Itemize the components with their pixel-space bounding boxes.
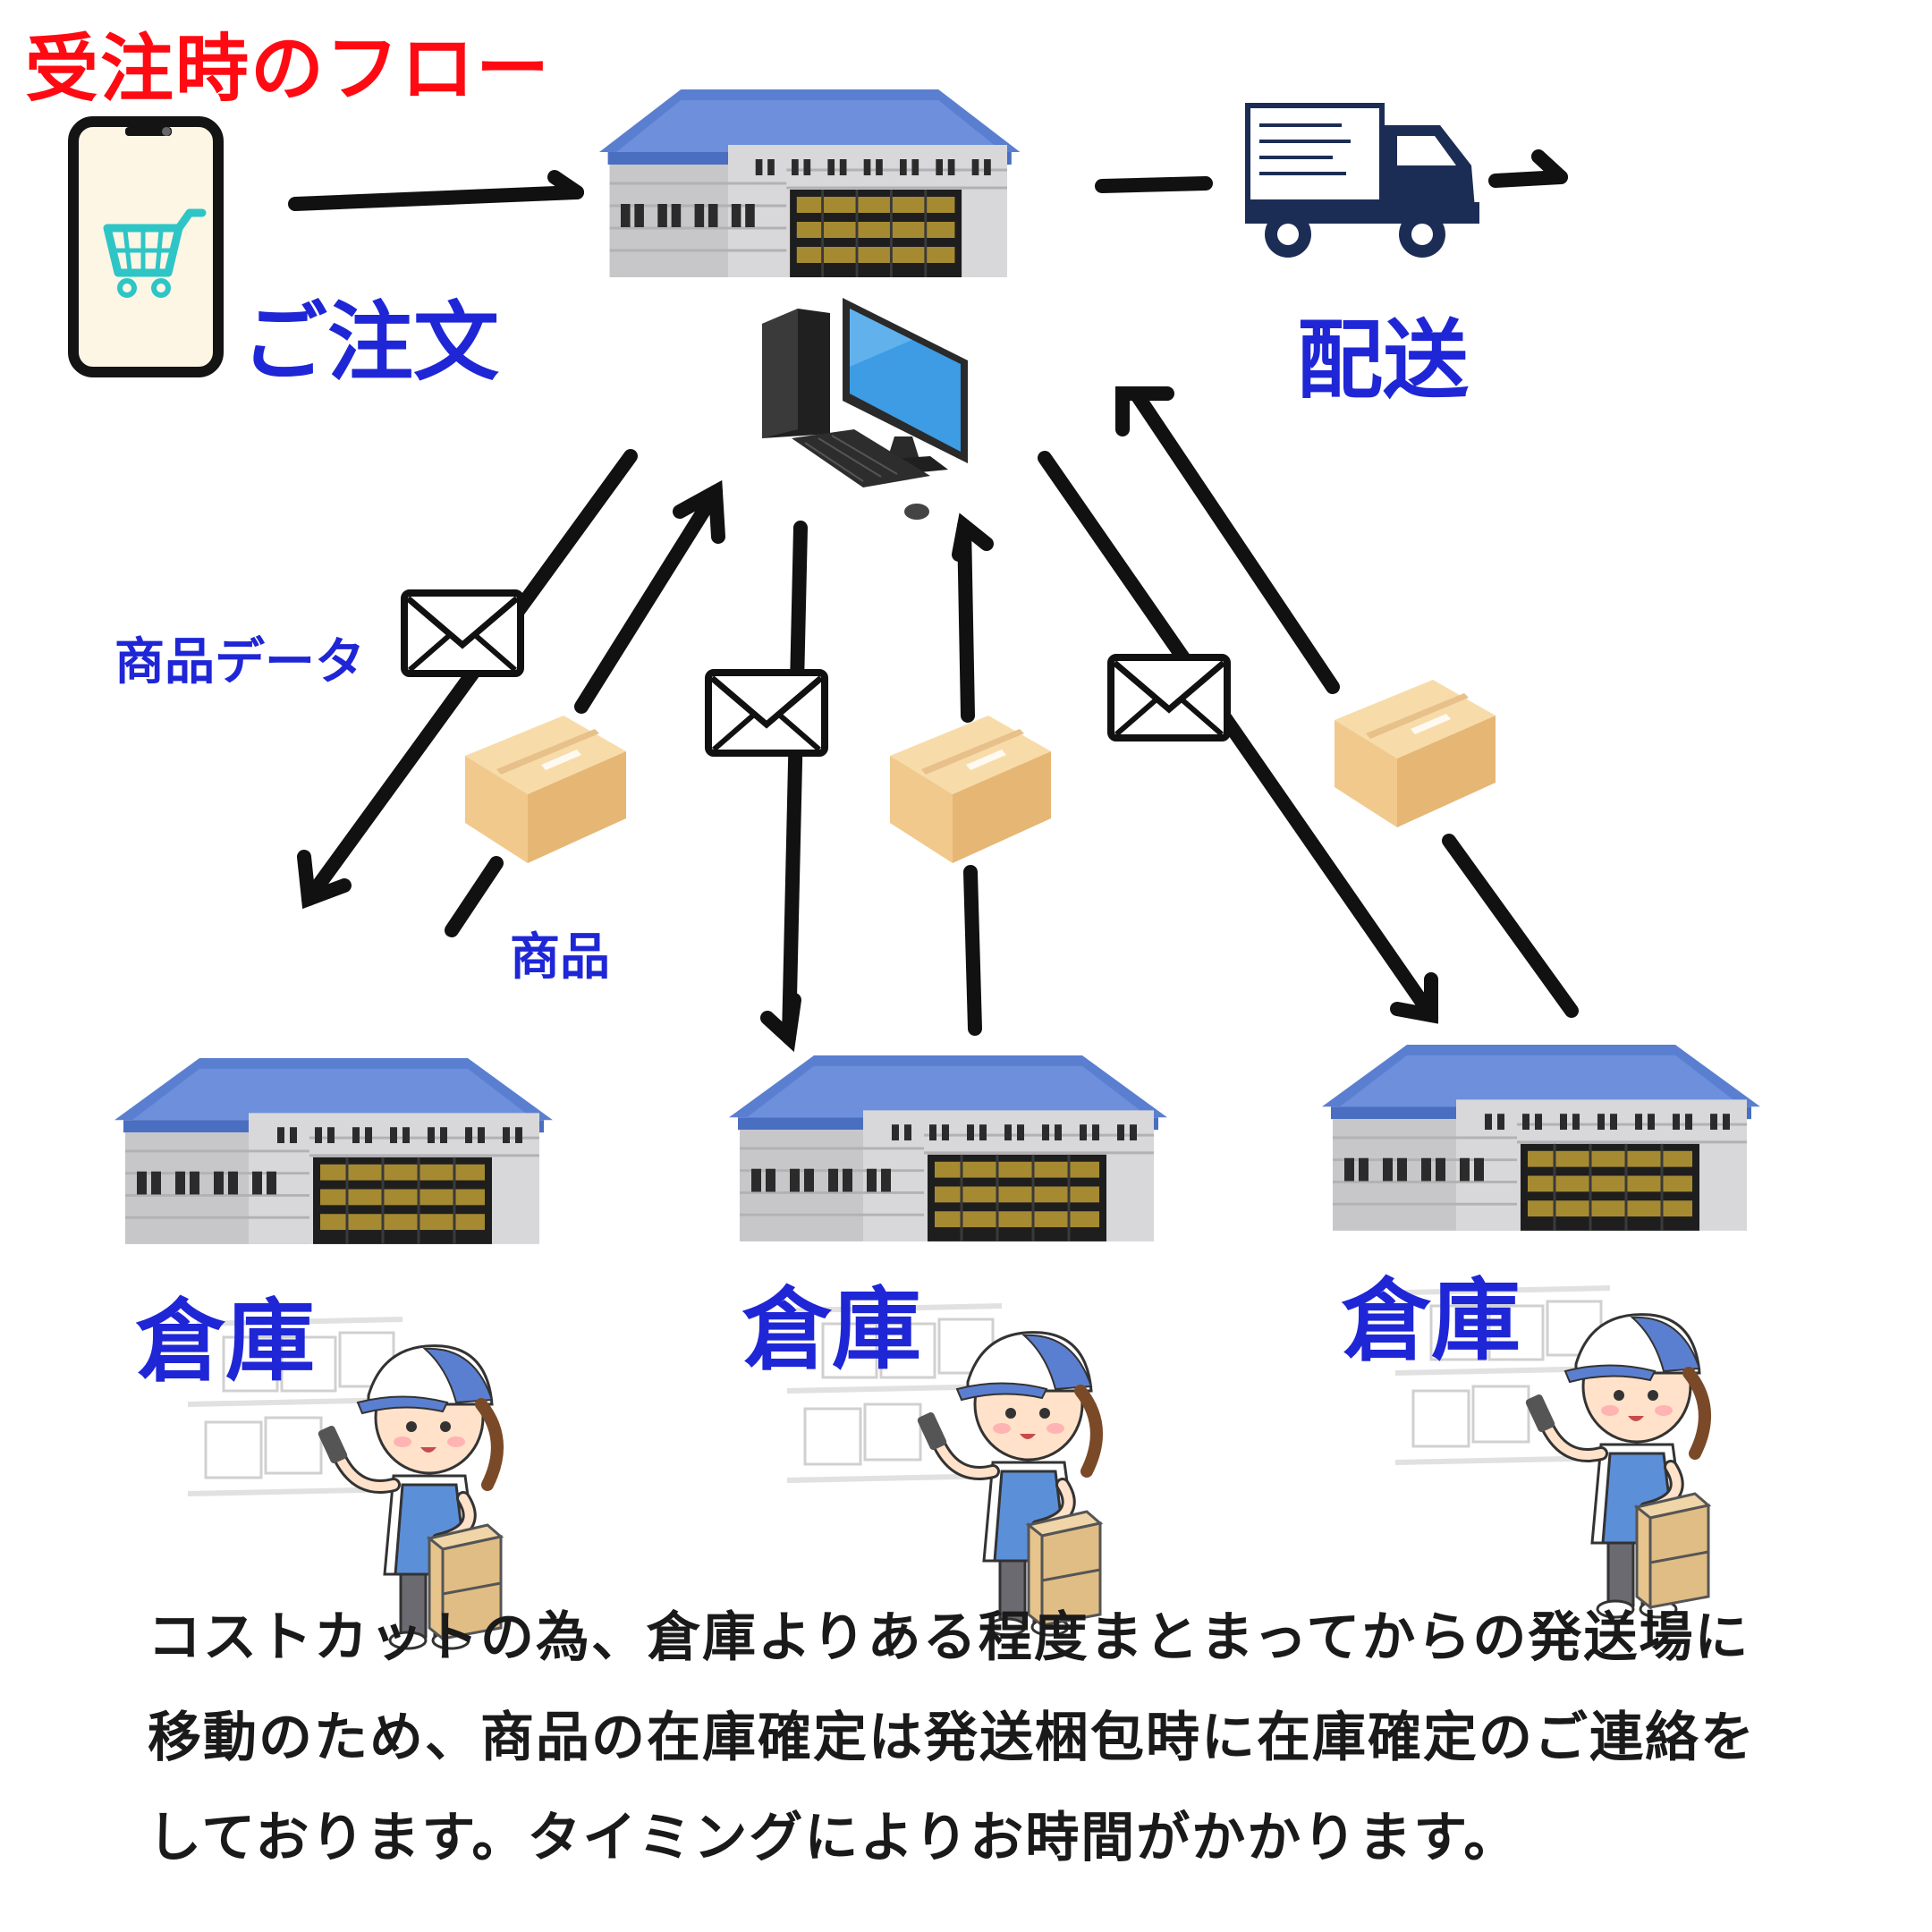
note-line-2: 移動のため、商品の在庫確定は発送梱包時に在庫確定のご連絡を: [148, 1707, 1756, 1769]
delivery-truck-icon: [1245, 103, 1479, 258]
arrow-data-to-warehouse-1: [301, 449, 638, 906]
envelope-icon: [1111, 657, 1227, 738]
product-data-label: 商品データ: [114, 633, 365, 691]
warehouse-label-1: 倉庫: [136, 1289, 315, 1394]
cardboard-box-icon: [465, 716, 626, 863]
smartphone-cart-icon: [68, 116, 224, 377]
arrow-goods-warehouse-3-to-delivery: [1442, 834, 1579, 1018]
desktop-computer-icon: [762, 298, 968, 520]
arrow-goods-from-warehouse-1b: [574, 485, 723, 714]
warehouse-label-2: 倉庫: [742, 1277, 921, 1382]
cardboard-box-icon: [1335, 680, 1496, 827]
envelope-icon: [404, 593, 521, 674]
arrow-goods-from-warehouse-2: [963, 865, 982, 1036]
warehouse-icon: [597, 88, 1021, 279]
arrow-goods-from-warehouse-1: [445, 856, 504, 937]
note-line-3: しております。タイミングによりお時間がかかります。: [148, 1807, 1520, 1869]
arrow-order-to-warehouse: [288, 170, 584, 211]
warehouse-icon: [113, 1056, 555, 1246]
warehouse-icon: [1320, 1043, 1762, 1233]
arrow-goods-warehouse-3-to-delivery-b: [1129, 386, 1340, 694]
note-text: コストカットの為、倉庫よりある程度まとまってからの発送場に 移動のため、商品の在…: [148, 1588, 1811, 1888]
product-label: 商品: [510, 928, 610, 987]
flow-arrows: [297, 386, 1579, 1053]
order-label: ご注文: [242, 292, 499, 393]
warehouse-icon: [727, 1054, 1169, 1243]
arrow-to-truck: [1095, 176, 1213, 193]
delivery-label: 配送: [1297, 310, 1469, 411]
envelope-icon: [708, 673, 825, 753]
page-title: 受注時のフロー: [25, 27, 552, 112]
note-line-1: コストカットの為、倉庫よりある程度まとまってからの発送場に: [148, 1606, 1750, 1669]
cardboard-box-icon: [890, 716, 1051, 863]
arrow-data-to-warehouse-3: [1038, 451, 1438, 1022]
arrow-delivery-out: [1488, 149, 1568, 188]
arrow-data-to-warehouse-2: [782, 521, 808, 1045]
warehouse-label-3: 倉庫: [1342, 1268, 1521, 1373]
